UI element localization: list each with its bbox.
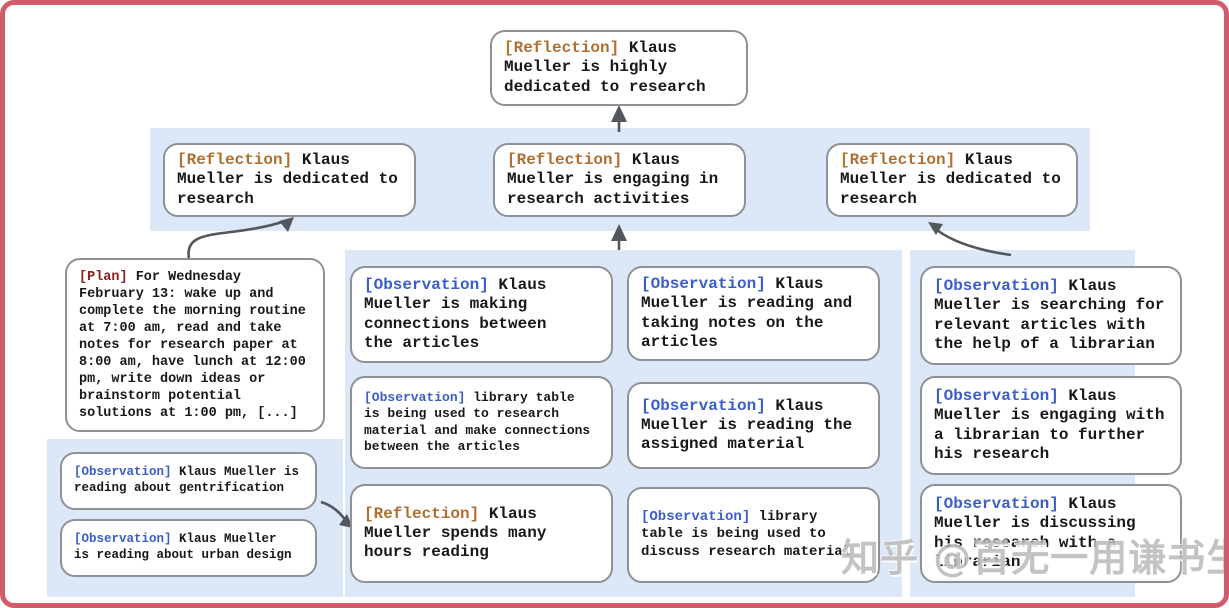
observation-tag: [Observation]	[934, 495, 1059, 514]
node-body: Klaus Mueller is searching for relevant …	[934, 277, 1165, 353]
node-text: [Reflection] Klaus Mueller is dedicated …	[840, 151, 1064, 209]
node-text: [Reflection] Klaus Mueller is dedicated …	[177, 151, 402, 209]
arrowhead-level2-to-root	[611, 105, 627, 122]
observation-tag: [Observation]	[934, 277, 1059, 296]
node-body: Klaus Mueller is making connections betw…	[364, 276, 547, 352]
node-body: library table is being used to research …	[364, 389, 591, 454]
observation-tag: [Observation]	[641, 396, 766, 415]
memory-node-obs-assigned-material: [Observation] Klaus Mueller is reading t…	[627, 382, 880, 469]
memory-node-reflection-hours-reading: [Reflection] Klaus Mueller spends many h…	[350, 484, 613, 583]
node-text: [Observation] Klaus Mueller is searching…	[934, 277, 1168, 354]
memory-node-obs-engaging-librarian: [Observation] Klaus Mueller is engaging …	[920, 376, 1182, 475]
memory-node-obs-taking-notes: [Observation] Klaus Mueller is reading a…	[627, 266, 880, 361]
node-text: [Observation] library table is being use…	[364, 390, 599, 456]
reflection-tag: [Reflection]	[364, 504, 480, 523]
reflection-tag: [Reflection]	[507, 151, 623, 170]
plan-tag: [Plan]	[79, 269, 128, 285]
node-body: Klaus Mueller is reading about urban des…	[74, 532, 292, 562]
node-text: [Observation] Klaus Mueller is discussin…	[934, 495, 1168, 572]
node-body: Klaus Mueller is engaging with a librari…	[934, 387, 1165, 463]
node-text: [Reflection] Klaus Mueller is highly ded…	[504, 39, 734, 97]
node-body: For Wednesday February 13: wake up and c…	[79, 269, 306, 421]
observation-tag: [Observation]	[364, 389, 466, 405]
node-text: [Observation] Klaus Mueller is reading a…	[74, 465, 303, 497]
memory-node-reflection-middle: [Reflection] Klaus Mueller is engaging i…	[493, 143, 746, 217]
observation-tag: [Observation]	[74, 465, 172, 480]
memory-node-obs-library-table-discuss: [Observation] library table is being use…	[627, 487, 880, 583]
memory-node-obs-searching-articles: [Observation] Klaus Mueller is searching…	[920, 266, 1182, 365]
memory-node-plan: [Plan] For Wednesday February 13: wake u…	[65, 258, 325, 432]
node-body: library table is being used to discuss r…	[641, 508, 852, 560]
memory-node-reflection-left: [Reflection] Klaus Mueller is dedicated …	[163, 143, 416, 217]
memory-node-obs-library-table-research: [Observation] library table is being use…	[350, 376, 613, 469]
reflection-tag: [Reflection]	[177, 151, 293, 170]
node-text: [Reflection] Klaus Mueller spends many h…	[364, 505, 599, 563]
observation-tag: [Observation]	[364, 276, 489, 295]
node-body: Klaus Mueller is reading about gentrific…	[74, 465, 300, 495]
node-body: Klaus Mueller is highly dedicated to res…	[504, 39, 706, 96]
node-text: [Observation] Klaus Mueller is reading a…	[74, 532, 303, 564]
memory-node-reflection-right: [Reflection] Klaus Mueller is dedicated …	[826, 143, 1078, 217]
observation-tag: [Observation]	[934, 387, 1059, 406]
node-text: [Observation] library table is being use…	[641, 509, 866, 562]
node-body: Klaus Mueller is discussing his research…	[934, 495, 1136, 571]
node-body: Klaus Mueller is dedicated to research	[177, 151, 398, 208]
memory-node-obs-urban-design: [Observation] Klaus Mueller is reading a…	[60, 519, 317, 577]
node-text: [Plan] For Wednesday February 13: wake u…	[79, 269, 311, 422]
node-text: [Observation] Klaus Mueller is making co…	[364, 276, 599, 353]
node-text: [Observation] Klaus Mueller is reading a…	[641, 275, 866, 352]
observation-tag: [Observation]	[74, 532, 172, 547]
observation-tag: [Observation]	[641, 508, 751, 525]
node-body: Klaus Mueller is engaging in research ac…	[507, 151, 719, 208]
node-body: Klaus Mueller is dedicated to research	[840, 151, 1061, 208]
reflection-tag: [Reflection]	[840, 151, 956, 170]
node-text: [Observation] Klaus Mueller is engaging …	[934, 387, 1168, 464]
node-body: Klaus Mueller is reading the assigned ma…	[641, 396, 853, 454]
node-text: [Observation] Klaus Mueller is reading t…	[641, 397, 866, 455]
memory-node-obs-discussing-librarian: [Observation] Klaus Mueller is discussin…	[920, 484, 1182, 583]
node-body: Klaus Mueller spends many hours reading	[364, 504, 547, 562]
observation-tag: [Observation]	[641, 275, 766, 294]
memory-node-root-reflection: [Reflection] Klaus Mueller is highly ded…	[490, 30, 748, 106]
memory-node-obs-making-connections: [Observation] Klaus Mueller is making co…	[350, 266, 613, 363]
node-body: Klaus Mueller is reading and taking note…	[641, 275, 853, 351]
reflection-tag: [Reflection]	[504, 39, 620, 58]
node-text: [Reflection] Klaus Mueller is engaging i…	[507, 151, 732, 209]
memory-node-obs-gentrification: [Observation] Klaus Mueller is reading a…	[60, 452, 317, 510]
